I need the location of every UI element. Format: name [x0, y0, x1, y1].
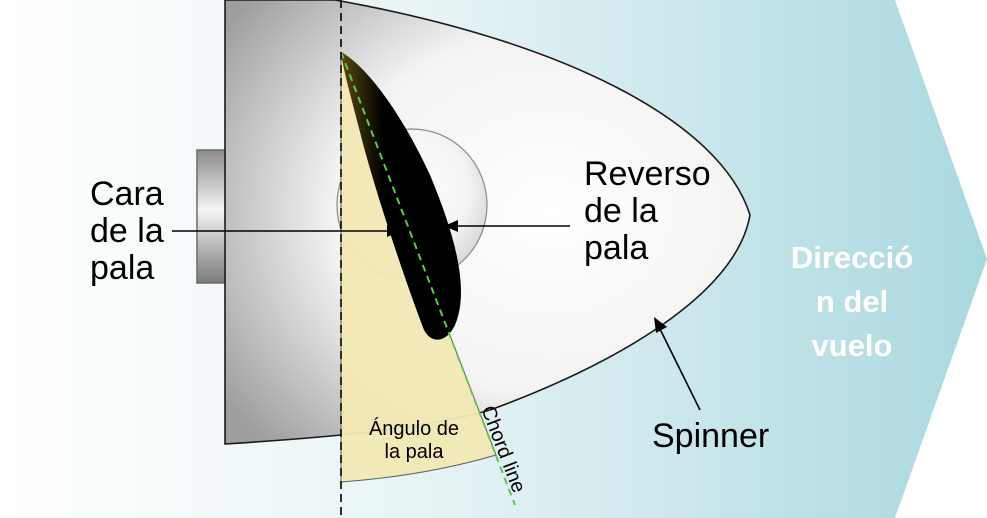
blade-face-label: Cara de la pala	[90, 176, 164, 287]
spinner-arrowhead	[654, 317, 667, 333]
blade-back-label-line-3: pala	[584, 229, 649, 267]
blade-angle-label-line-2: la pala	[384, 441, 444, 463]
spinner-arrow-line	[658, 326, 701, 411]
blade-face-label-line-1: Cara	[90, 175, 164, 213]
flight-direction-label: Direcció n del vuelo	[764, 236, 940, 368]
blade-face-arrowhead	[387, 225, 401, 237]
blade-angle-label: Ángulo de la pala	[352, 418, 476, 464]
blade-back-label-line-2: de la	[584, 192, 658, 230]
flight-direction-label-line-3: vuelo	[811, 328, 893, 363]
blade-back-label-line-1: Reverso	[584, 155, 711, 193]
chord-line	[340, 51, 516, 506]
propeller-shaft	[196, 149, 228, 284]
blade-back-arrowhead	[444, 220, 458, 232]
flight-direction-label-line-2: n del	[815, 284, 889, 319]
flight-direction-label-line-1: Direcció	[790, 240, 914, 275]
blade-face-label-line-2: de la	[90, 212, 164, 250]
blade-airfoil	[341, 52, 461, 340]
blade-angle-label-line-1: Ángulo de	[368, 418, 460, 440]
blade-back-label: Reverso de la pala	[584, 156, 711, 267]
spinner-label: Spinner	[652, 417, 770, 455]
blade-face-label-line-3: pala	[90, 249, 155, 287]
